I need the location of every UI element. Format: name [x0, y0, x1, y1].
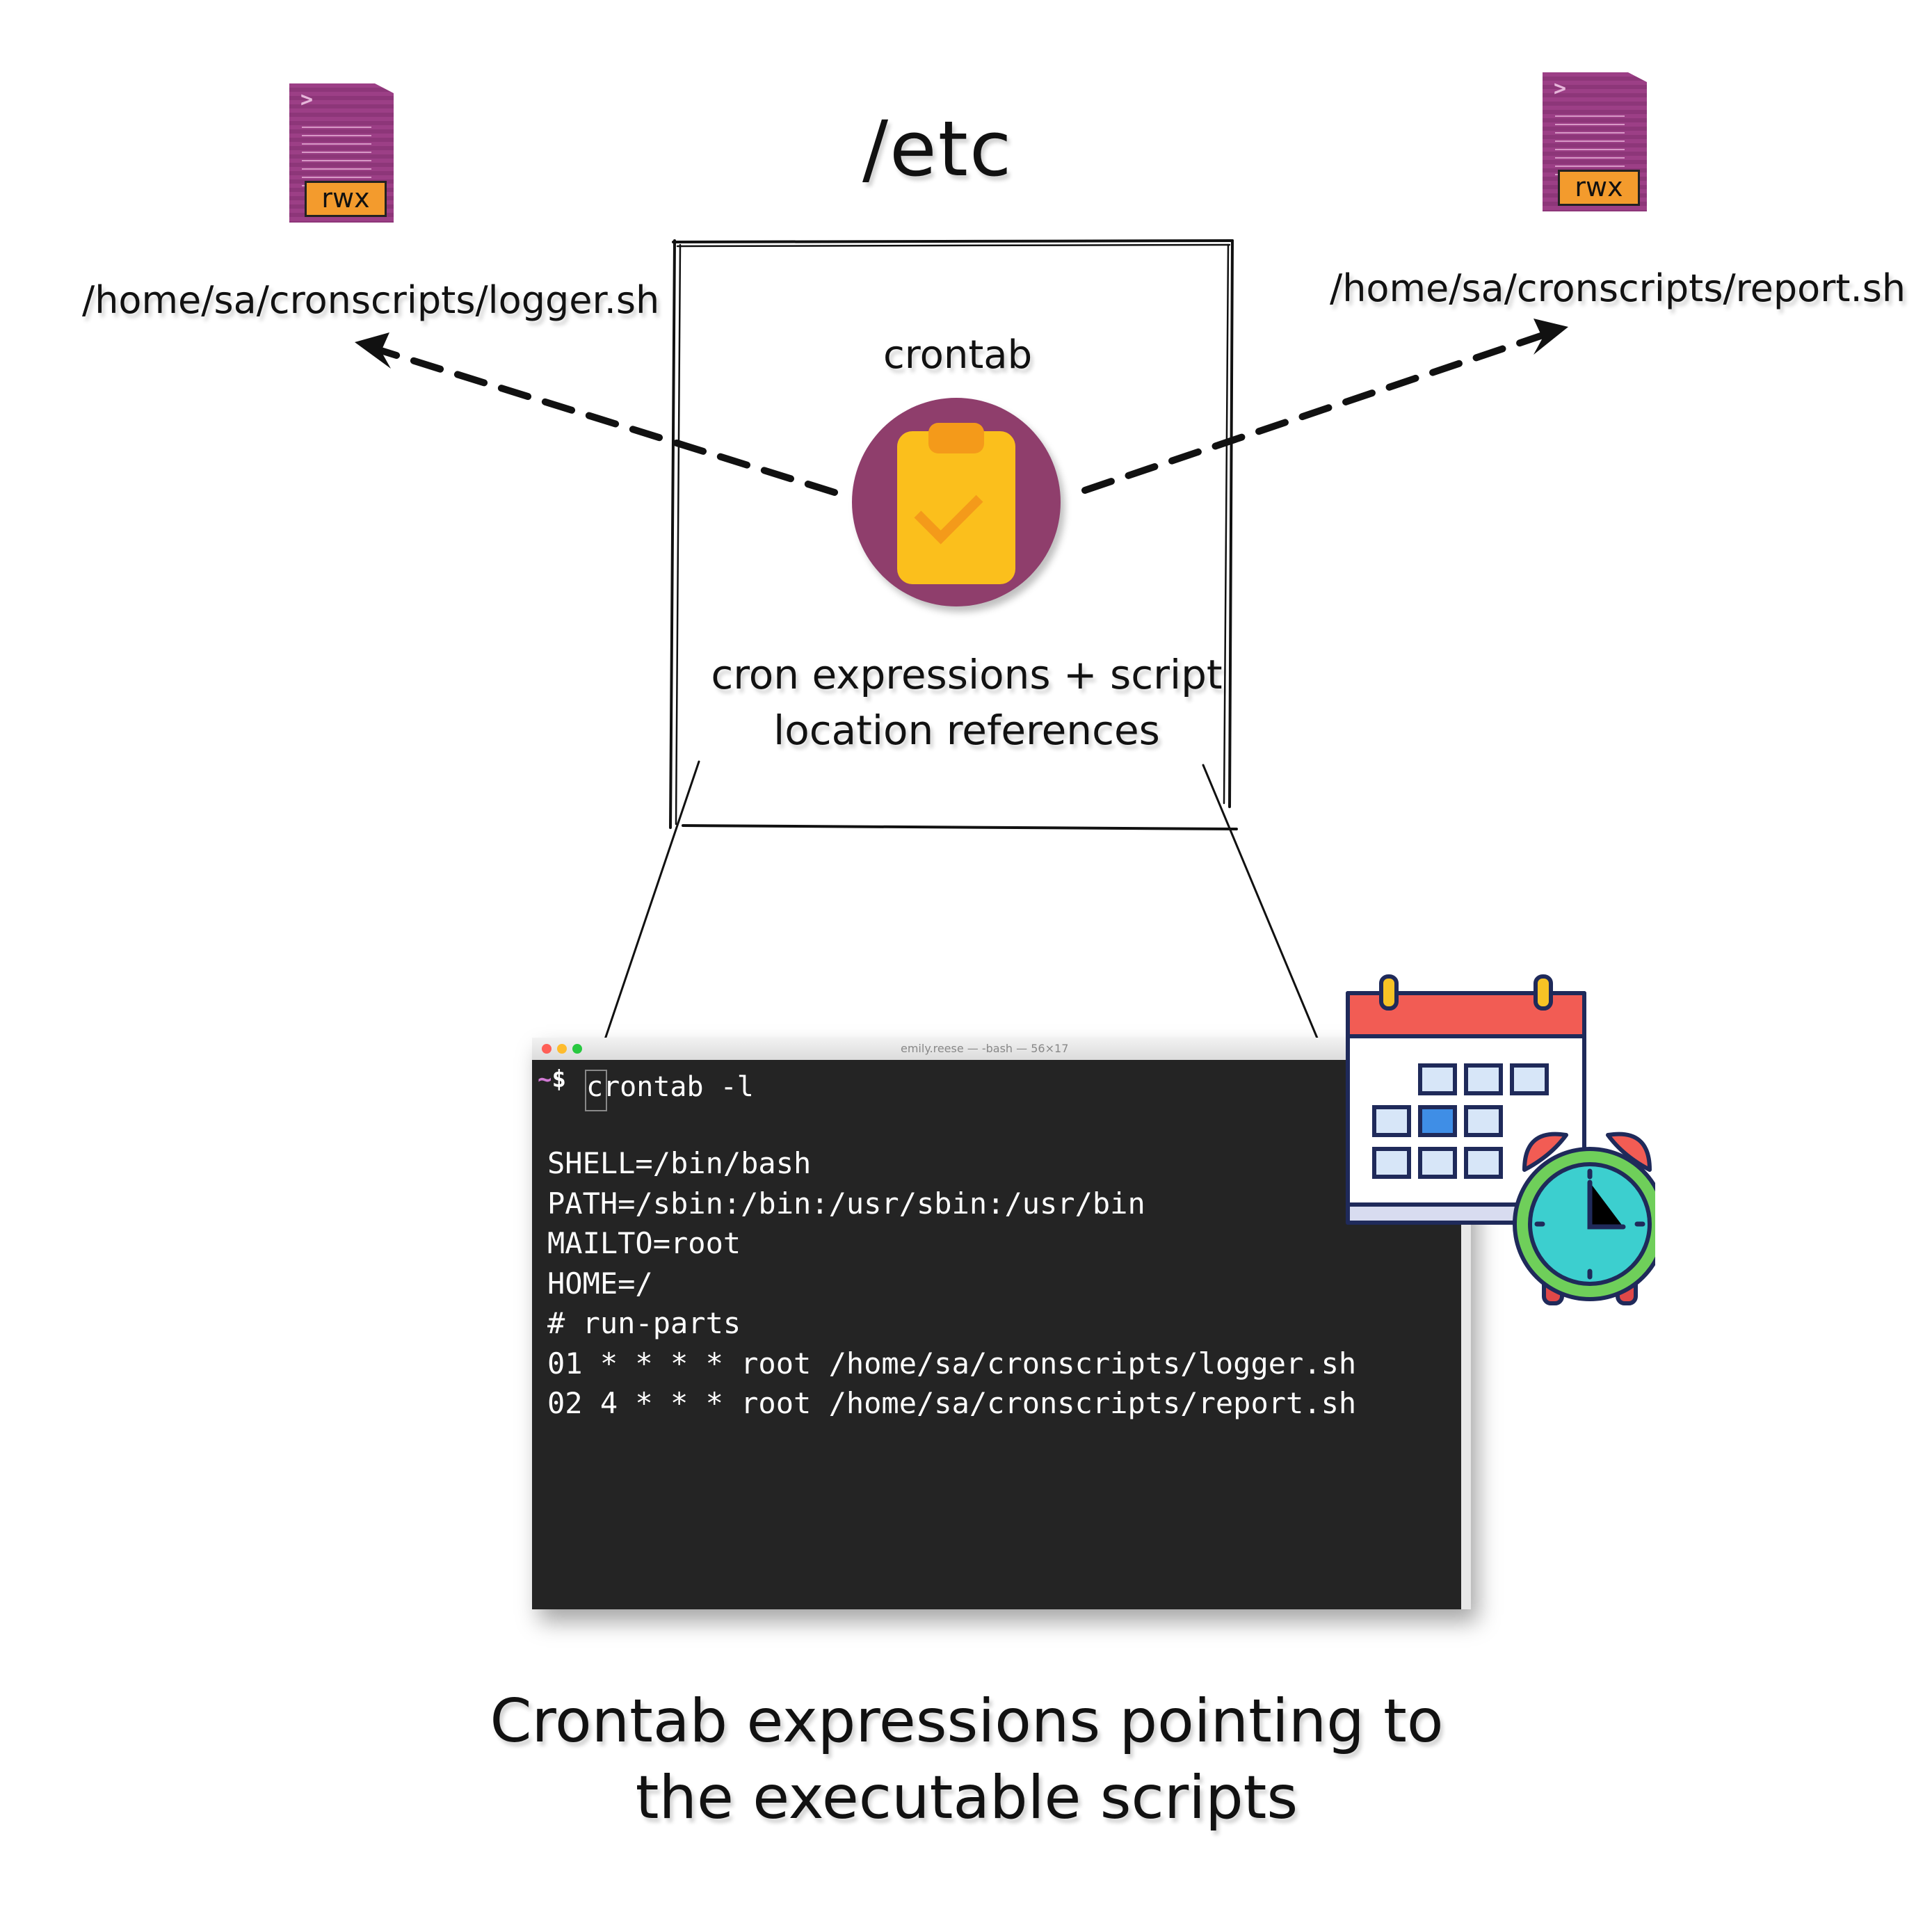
output-line: HOME=/	[547, 1266, 653, 1301]
clipboard-clip	[928, 423, 984, 453]
shell-prompt-glyph: >	[1554, 77, 1567, 101]
home-tilde: ~	[538, 1065, 552, 1093]
typed-command[interactable]: crontab -l	[586, 1071, 754, 1103]
output-line: 01 * * * * root /home/sa/cronscripts/log…	[547, 1346, 1357, 1381]
diagram-caption: Crontab expressions pointing to the exec…	[490, 1687, 1444, 1833]
report-script-file-icon: > rwx	[1543, 72, 1647, 211]
command-output-lines: SHELL=/bin/bash PATH=/sbin:/bin:/usr/sbi…	[547, 1143, 1356, 1424]
zoom-line-right	[1202, 764, 1319, 1041]
arrow-to-logger	[369, 344, 838, 496]
permission-badge: rwx	[1558, 170, 1640, 206]
zoom-line-left	[602, 760, 700, 1045]
shell-prompt-glyph: >	[300, 88, 314, 112]
file-text-lines	[1555, 115, 1625, 178]
output-line: PATH=/sbin:/bin:/usr/sbin:/usr/bin	[547, 1186, 1145, 1221]
logger-script-file-icon: > rwx	[289, 83, 394, 223]
crontab-label: crontab	[883, 332, 1033, 378]
output-line: 02 4 * * * root /home/sa/cronscripts/rep…	[547, 1386, 1357, 1420]
output-line: SHELL=/bin/bash	[547, 1146, 812, 1180]
close-window-button[interactable]	[542, 1044, 552, 1054]
zoom-window-button[interactable]	[572, 1044, 582, 1054]
clipboard-check-icon	[852, 398, 1061, 606]
etc-container-box	[669, 239, 1238, 830]
etc-directory-title: /etc	[862, 104, 1013, 193]
file-text-lines	[302, 127, 371, 189]
terminal-window[interactable]: emily.reese — -bash — 56×17 ~$ crontab -…	[532, 1038, 1471, 1609]
terminal-title: emily.reese — -bash — 56×17	[901, 1042, 1069, 1055]
text-cursor	[585, 1070, 607, 1111]
shell-prompt: ~$	[538, 1065, 566, 1093]
dollar-sign: $	[552, 1065, 566, 1093]
report-script-path: /home/sa/cronscripts/report.sh	[1330, 266, 1906, 310]
arrow-to-report	[1081, 329, 1554, 494]
arrowhead-right	[1533, 319, 1568, 355]
minimize-window-button[interactable]	[557, 1044, 567, 1054]
crontab-description: cron expressions + script location refer…	[711, 651, 1223, 754]
logger-script-path: /home/sa/cronscripts/logger.sh	[82, 278, 660, 322]
permission-badge: rwx	[305, 181, 387, 217]
output-line: MAILTO=root	[547, 1226, 741, 1260]
clipboard-board	[897, 431, 1015, 584]
calendar-clock-icon	[1346, 974, 1655, 1305]
output-line: # run-parts	[547, 1306, 741, 1340]
terminal-titlebar[interactable]: emily.reese — -bash — 56×17	[532, 1038, 1471, 1060]
arrowhead-left	[355, 332, 391, 369]
